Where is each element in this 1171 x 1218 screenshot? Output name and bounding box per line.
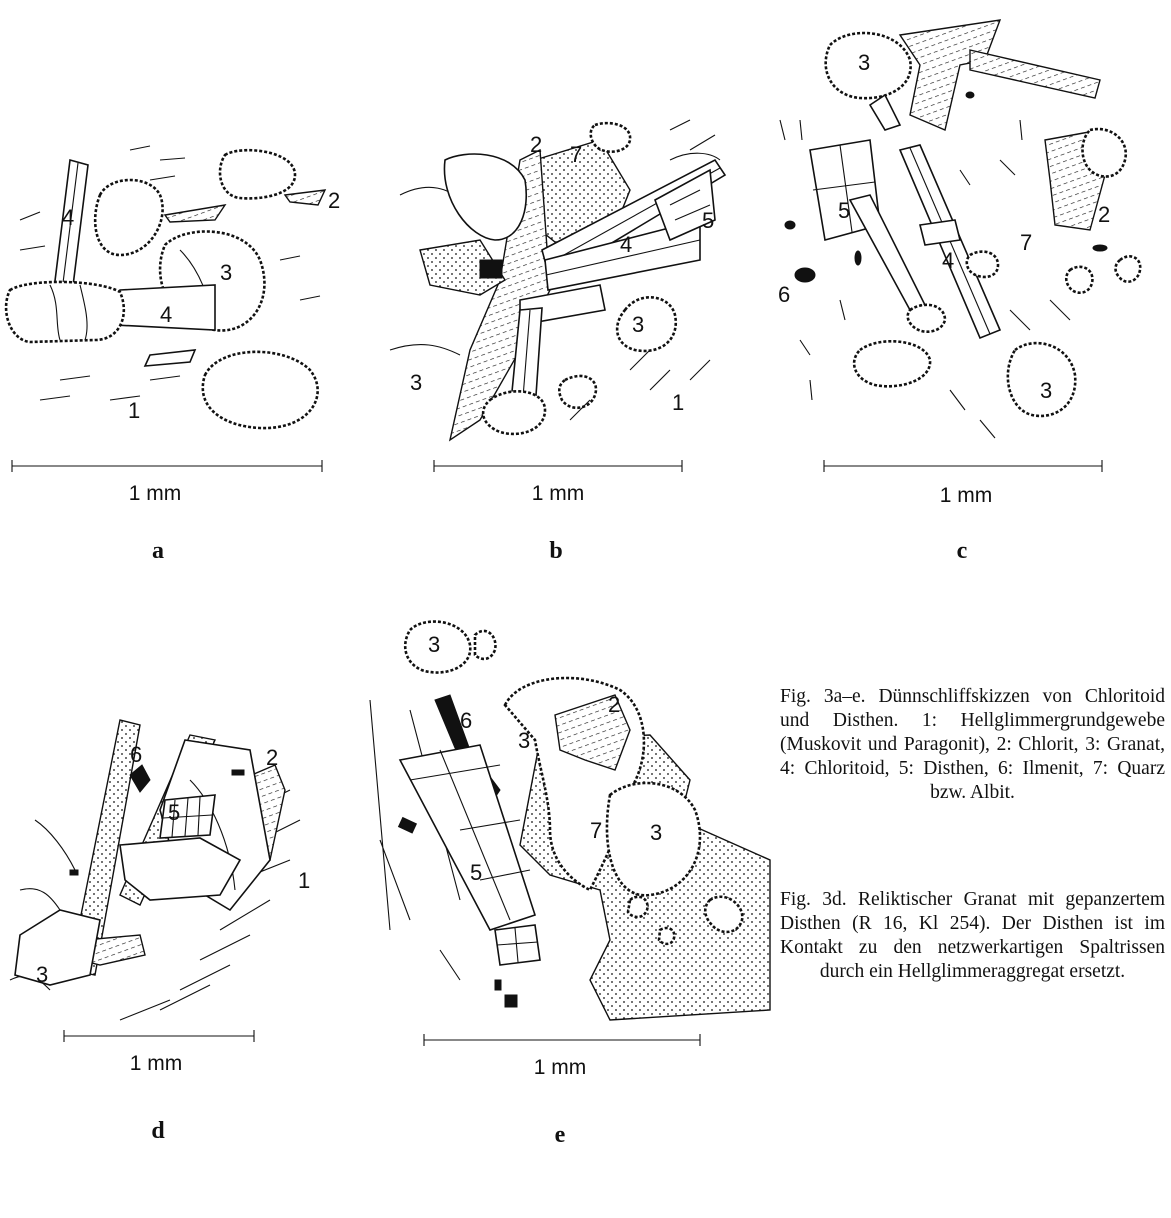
scale-label-b: 1 mm [498,482,618,506]
ilmenite-e-2 [399,818,417,833]
garnet-c-2 [1083,129,1126,177]
panel-letter-b: b [536,538,576,565]
sketch-e: 3 2 6 3 7 3 5 [350,600,770,1100]
garnet-b-1 [444,154,526,240]
garnet-b-2 [617,297,676,351]
ilmenite-d-1 [130,765,150,792]
scale-bar-a [12,460,322,472]
panel-letter-d: d [138,1118,178,1145]
garnet-a-1 [95,180,162,255]
label-b-5: 5 [702,208,714,233]
ilmenite-c-2 [785,221,795,229]
scale-bar-d [64,1030,254,1042]
label-b-2: 2 [530,132,542,157]
ilmenite-c-4 [1093,245,1107,251]
ilmenite-c-5 [966,92,974,98]
label-e-5: 5 [470,860,482,885]
label-c-7: 7 [1020,230,1032,255]
label-b-4: 4 [620,232,632,257]
ilmenite-b-1 [480,260,502,278]
label-b-3-left: 3 [410,370,422,395]
scale-bar-b [434,460,682,472]
garnet-e-2 [475,631,495,659]
label-e-7: 7 [590,818,602,843]
label-d-3: 3 [36,962,48,987]
label-d-2: 2 [266,745,278,770]
sketch-d: 6 2 5 1 3 [0,720,330,1100]
ilmenite-c-1 [795,268,815,282]
panel-letter-c: c [942,538,982,565]
label-e-3-top: 3 [428,632,440,657]
label-c-2: 2 [1098,202,1110,227]
label-b-3-right: 3 [632,312,644,337]
garnet-c-8 [1116,256,1141,281]
panel-b: 2 7 5 4 3 3 1 1 mm b [370,120,750,580]
disthen-e-1 [400,745,535,930]
scale-label-e: 1 mm [500,1056,620,1080]
sketch-a: 4 2 3 4 1 [0,100,360,480]
panel-letter-a: a [138,538,178,565]
label-c-5: 5 [838,198,850,223]
chlorite-c-2 [970,50,1100,98]
label-c-6: 6 [778,282,790,307]
sketch-b: 2 7 5 4 3 3 1 [370,120,750,480]
label-b-1: 1 [672,390,684,415]
label-d-1: 1 [298,868,310,893]
scale-bar-c [824,460,1102,472]
chloritoid-c-1 [850,195,925,310]
garnet-e-6 [628,897,648,917]
label-b-7: 7 [570,142,582,167]
label-a-4-lower: 4 [160,302,172,327]
panel-a: 4 2 3 4 1 1 mm a [0,100,360,580]
label-d-5: 5 [168,800,180,825]
caption-main: Fig. 3a–e. Dünnschliffskizzen von Chlori… [780,685,1165,805]
garnet-a-2 [220,150,295,198]
label-c-3-top: 3 [858,50,870,75]
chloritoid-c-3 [870,95,900,130]
label-e-6: 6 [460,708,472,733]
garnet-c-4 [908,305,945,332]
chlorite-a-2 [285,190,325,205]
garnet-c-7 [1066,267,1092,293]
label-e-3-mid: 3 [518,728,530,753]
sketch-c: 3 2 7 5 4 6 3 [770,0,1170,480]
scale-bar-e [424,1034,700,1046]
garnet-b-4 [559,376,596,408]
label-c-4: 4 [942,248,954,273]
label-e-2: 2 [608,692,620,717]
label-c-3-bottom: 3 [1040,378,1052,403]
caption-detail: Fig. 3d. Reliktischer Granat mit gepanze… [780,888,1165,984]
ilmenite-e-3 [505,995,517,1007]
scale-label-d: 1 mm [96,1052,216,1076]
label-a-1: 1 [128,398,140,423]
panel-d: 6 2 5 1 3 1 mm d [0,720,330,1210]
ilmenite-e-4 [495,980,501,990]
label-a-3: 3 [220,260,232,285]
garnet-a-4 [6,282,124,342]
garnet-d-3 [15,910,100,985]
label-a-2: 2 [328,188,340,213]
panel-e: 3 2 6 3 7 3 5 1 mm e [350,600,770,1210]
ilmenite-d-2 [70,870,78,875]
chlorite-c-1 [900,20,1000,130]
label-e-3-right: 3 [650,820,662,845]
chlorite-a-1 [165,205,225,222]
scale-label-c: 1 mm [906,484,1026,508]
panel-c: 3 2 7 5 4 6 3 1 mm c [770,0,1170,580]
panel-letter-e: e [540,1122,580,1149]
label-a-4-upper: 4 [62,205,74,230]
garnet-c-5 [854,341,930,386]
label-d-6: 6 [130,742,142,767]
ilmenite-d-3 [232,770,244,775]
ilmenite-c-3 [855,251,861,265]
garnet-a-5 [203,352,318,428]
chloritoid-c-4 [920,220,960,245]
garnet-e-7 [659,928,674,944]
scale-label-a: 1 mm [95,482,215,506]
